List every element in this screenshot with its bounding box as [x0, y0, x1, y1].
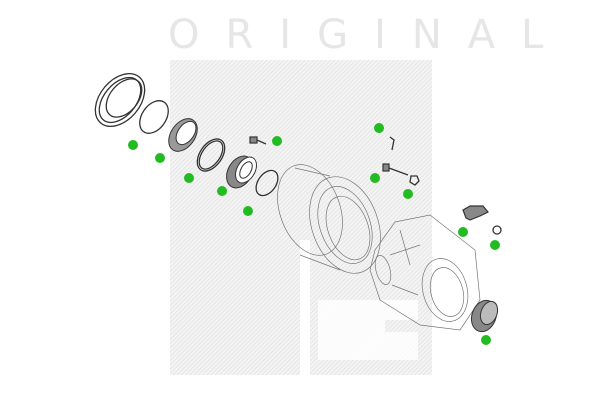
seal — [139, 100, 169, 134]
seal-inner — [255, 169, 279, 197]
watermark-letter-bar — [385, 320, 432, 332]
bolt-with-nut — [382, 163, 409, 176]
markers — [128, 123, 500, 345]
marker-small-nut[interactable] — [490, 240, 500, 250]
bolt — [249, 136, 267, 145]
marker-bearing-race[interactable] — [184, 173, 194, 183]
watermark-text: ORIGINAL — [168, 12, 569, 58]
drum — [277, 164, 381, 274]
bearing — [226, 155, 257, 189]
marker-o-ring[interactable] — [217, 186, 227, 196]
o-ring — [196, 138, 226, 172]
marker-cover-bearing[interactable] — [481, 335, 491, 345]
pin — [389, 136, 395, 151]
marker-pin[interactable] — [374, 123, 384, 133]
marker-bolt-with-nut[interactable] — [370, 173, 380, 183]
marker-nut[interactable] — [403, 189, 413, 199]
watermark: ORIGINAL — [168, 12, 569, 375]
cover-bearing — [470, 299, 499, 333]
small-nut — [492, 225, 502, 235]
seal-ring — [94, 73, 146, 127]
marker-seal[interactable] — [155, 153, 165, 163]
bracket — [462, 205, 489, 221]
watermark-gap — [300, 240, 310, 375]
marker-bolt[interactable] — [272, 136, 282, 146]
marker-bearing[interactable] — [243, 206, 253, 216]
marker-bracket[interactable] — [458, 227, 468, 237]
marker-seal-ring[interactable] — [128, 140, 138, 150]
nut — [409, 175, 420, 186]
housing — [369, 214, 481, 331]
bearing-race — [168, 118, 198, 152]
